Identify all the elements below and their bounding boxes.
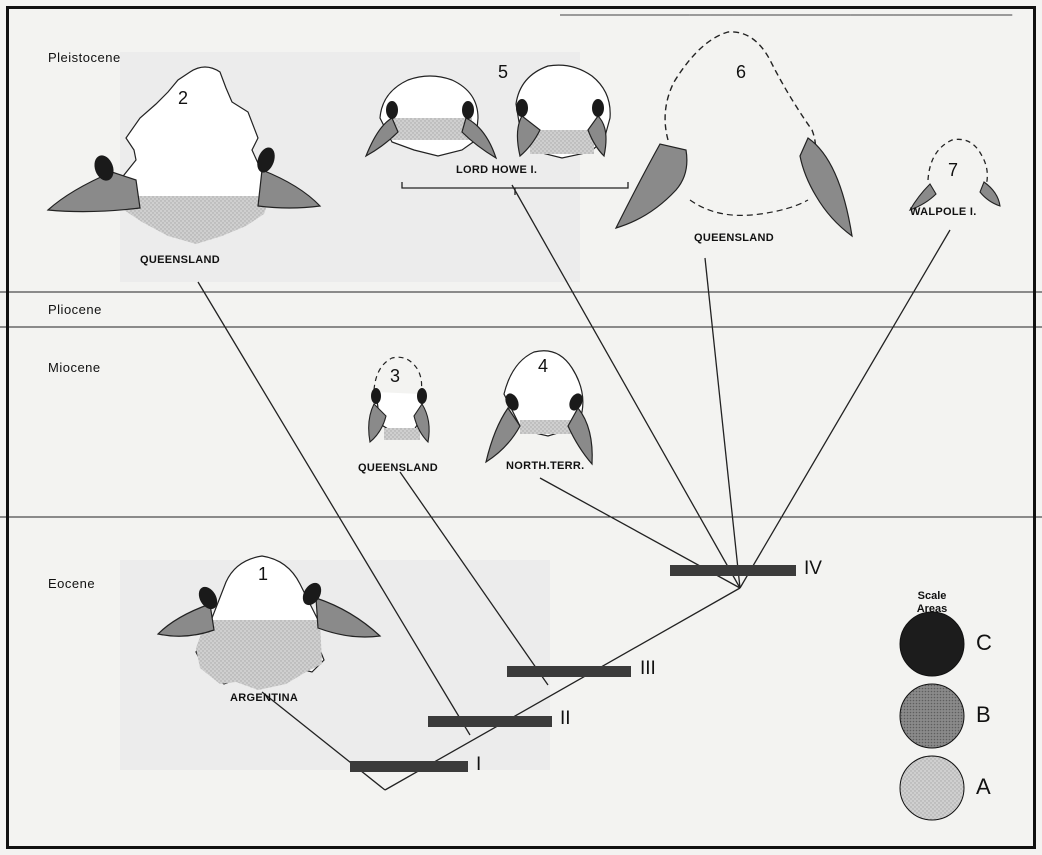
node-label-II: II <box>560 708 571 730</box>
scale-label-A: A <box>976 774 991 800</box>
scale-title-line1: Scale <box>900 590 964 603</box>
specimen-location-4: NORTH.TERR. <box>506 460 584 472</box>
node-bar-I <box>350 761 468 772</box>
skull-1 <box>158 556 380 690</box>
specimen-number-1: 1 <box>258 564 268 585</box>
scale-circle-B <box>900 684 964 748</box>
specimen-number-5: 5 <box>498 62 508 83</box>
branch-III-to-3 <box>400 472 548 685</box>
specimen-location-2: QUEENSLAND <box>140 254 220 266</box>
scale-title: Scale Areas <box>900 590 964 616</box>
node-label-III: III <box>640 658 656 680</box>
specimen-location-5: LORD HOWE I. <box>456 164 537 176</box>
specimen-number-4: 4 <box>538 356 548 377</box>
specimen-number-2: 2 <box>178 88 188 109</box>
node-label-I: I <box>476 754 481 776</box>
specimen-location-7: WALPOLE I. <box>910 206 977 218</box>
specimen-number-3: 3 <box>390 366 400 387</box>
scale-circles <box>900 612 964 820</box>
skull-5a <box>366 76 496 158</box>
epoch-label-pleistocene: Pleistocene <box>48 50 121 65</box>
scale-circle-A <box>900 756 964 820</box>
skull-5b <box>516 65 610 158</box>
branch-IV-to-7 <box>740 230 950 588</box>
node-bar-II <box>428 716 552 727</box>
specimen-location-6: QUEENSLAND <box>694 232 774 244</box>
specimen-location-3: QUEENSLAND <box>358 462 438 474</box>
epoch-label-miocene: Miocene <box>48 360 101 375</box>
epoch-label-pliocene: Pliocene <box>48 302 102 317</box>
scale-circle-C <box>900 612 964 676</box>
node-bar-III <box>507 666 631 677</box>
branch-root-to-IV <box>385 588 740 790</box>
scale-label-C: C <box>976 630 992 656</box>
epoch-label-eocene: Eocene <box>48 576 95 591</box>
skull-6 <box>616 32 852 236</box>
scale-title-line2: Areas <box>900 603 964 616</box>
specimen-number-6: 6 <box>736 62 746 83</box>
specimen-number-7: 7 <box>948 160 958 181</box>
scale-label-B: B <box>976 702 991 728</box>
lord-howe-bracket <box>402 182 628 195</box>
node-bar-IV <box>670 565 796 576</box>
node-bars <box>350 565 796 772</box>
branch-IV-to-6 <box>705 258 740 588</box>
specimen-location-1: ARGENTINA <box>230 692 298 704</box>
branch-root-to-1 <box>262 692 385 790</box>
node-label-IV: IV <box>804 558 822 580</box>
branch-lines <box>198 185 950 790</box>
